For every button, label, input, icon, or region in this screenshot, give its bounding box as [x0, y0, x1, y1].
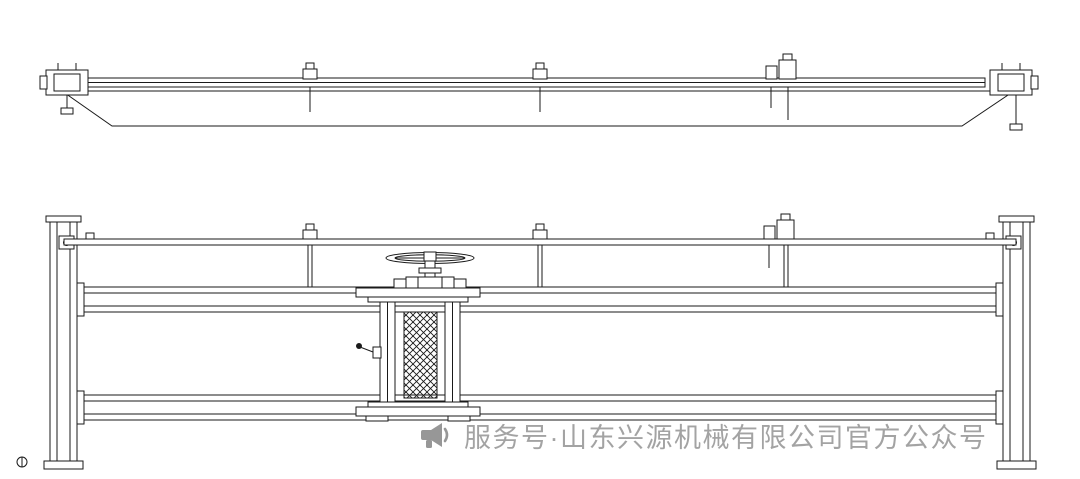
screw-column-hatched [403, 311, 438, 399]
front-view [16, 213, 1037, 470]
top-view [39, 53, 1039, 131]
top-tensioner-fitting [765, 53, 797, 120]
corner-datum-mark [16, 456, 28, 468]
top-right-end-fitting [989, 63, 1039, 131]
top-plate-outline [60, 90, 1016, 127]
top-clamp-2 [532, 62, 548, 112]
side-lever [356, 343, 382, 359]
front-rail-clamp-2 [532, 223, 548, 288]
front-rail-tensioner [763, 213, 795, 288]
front-top-rail [63, 238, 1017, 246]
handwheel [385, 251, 475, 264]
front-left-post [43, 215, 84, 470]
top-clamp-1 [302, 62, 318, 112]
front-rail-clamp-1 [302, 223, 318, 288]
top-left-end-fitting [39, 63, 89, 115]
center-screw-jack [355, 251, 481, 422]
front-right-post [996, 215, 1037, 470]
front-lower-beam [76, 390, 1004, 425]
front-upper-beam [76, 282, 1004, 317]
